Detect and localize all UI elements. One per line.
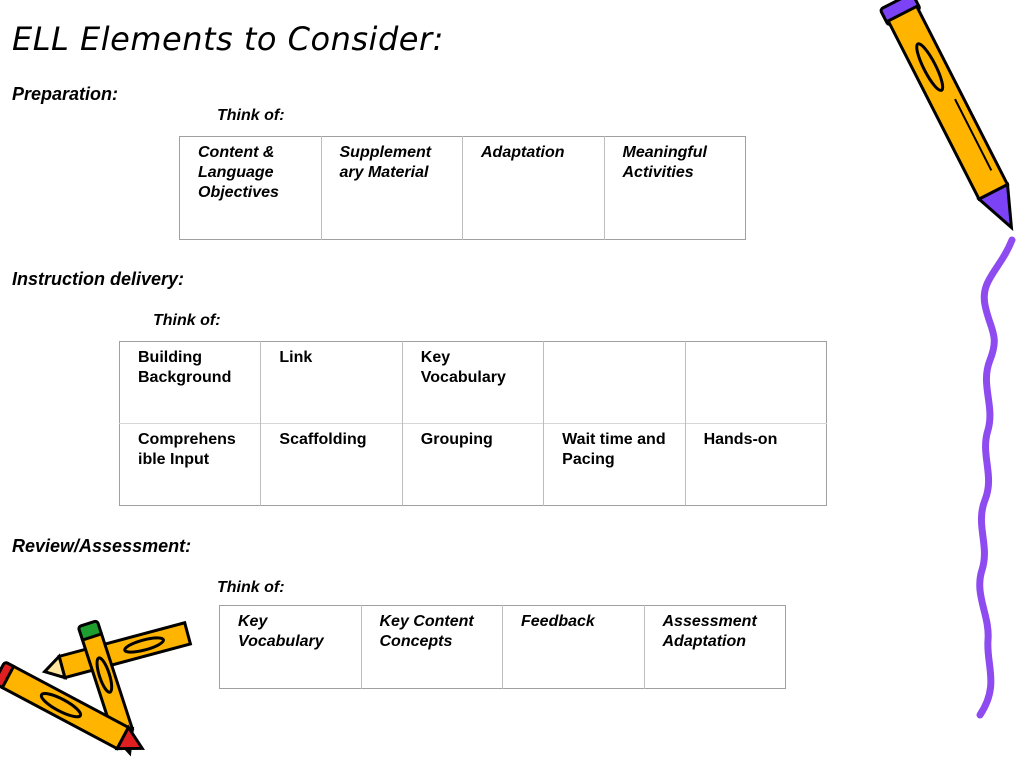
table-row: Content & Language Objectives Supplement…	[180, 136, 746, 240]
pencil-icon	[879, 0, 1014, 232]
pencil-body	[886, 4, 1010, 202]
table-cell: Assessment Adaptation	[643, 605, 786, 689]
table-row: Key Vocabulary Key Content Concepts Feed…	[220, 605, 786, 689]
table-cell: Comprehens ible Input	[119, 423, 261, 506]
table-cell	[543, 341, 686, 424]
table-cell: Feedback	[502, 605, 644, 689]
table-cell: Link	[260, 341, 403, 424]
pencil-tip	[976, 182, 1014, 232]
pencil-icon	[41, 620, 193, 680]
table-row: Building Background Link Key Vocabulary	[120, 341, 827, 424]
table-cell: Scaffolding	[260, 423, 403, 506]
table-cell: Key Vocabulary	[238, 613, 324, 650]
squiggle-line-icon	[976, 236, 1016, 719]
section-heading-instruction: Instruction delivery:	[12, 269, 185, 289]
table-cell: Grouping	[401, 423, 544, 506]
pencil-icon	[0, 661, 145, 751]
preparation-table: Content & Language Objectives Supplement…	[179, 136, 746, 240]
table-cell: Meaningful Activities	[603, 136, 746, 240]
table-cell: Adaptation	[462, 136, 604, 240]
section-heading-review: Review/Assessment:	[12, 536, 192, 556]
think-of-label-review: Think of:	[217, 579, 285, 596]
think-of-label-preparation: Think of:	[217, 107, 285, 124]
table-cell	[684, 341, 827, 424]
table-cell: Key Vocabulary	[401, 341, 544, 424]
crossed-pencils-icon	[0, 619, 193, 757]
table-cell: Content & Language Objectives	[198, 144, 279, 201]
instruction-table: Building Background Link Key Vocabulary …	[119, 341, 827, 506]
table-cell: Key Content Concepts	[360, 605, 503, 689]
table-cell: Building Background	[138, 349, 232, 386]
table-cell: Hands-on	[684, 423, 827, 506]
review-table: Key Vocabulary Key Content Concepts Feed…	[219, 605, 786, 689]
section-heading-preparation: Preparation:	[12, 84, 119, 104]
table-cell: Supplement ary Material	[320, 136, 463, 240]
think-of-label-instruction: Think of:	[153, 312, 221, 329]
table-cell: Wait time and Pacing	[543, 423, 686, 506]
table-row: Comprehens ible Input Scaffolding Groupi…	[119, 423, 827, 506]
page-title: ELL Elements to Consider:	[12, 20, 444, 58]
